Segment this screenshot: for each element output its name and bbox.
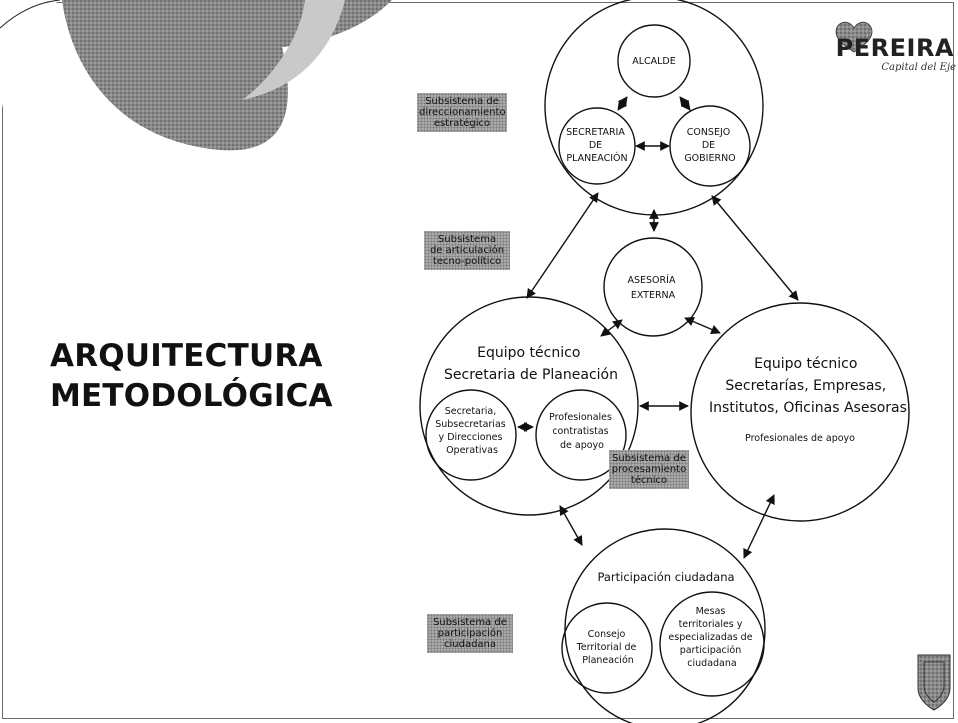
circle-mesas (659, 591, 765, 697)
shield-seal-icon (917, 654, 951, 711)
circle-profesionales-contratistas (535, 389, 627, 481)
label-alcalde: ALCALDE (632, 56, 676, 67)
tag-articulacion: Subsistema de articulación tecno-polític… (424, 231, 510, 270)
slide-title-line-1: ARQUITECTURA (50, 338, 323, 374)
circle-consejo-gobierno (669, 105, 751, 187)
circle-consejo-territorial (561, 602, 653, 694)
label-profesionales-contratistas: Profesionales contratistas de apoyo (549, 412, 615, 451)
slide-title-line-2: METODOLÓGICA (50, 378, 333, 414)
circle-alcalde (617, 24, 691, 98)
heart-logo-icon (835, 21, 873, 53)
circle-asesoria-externa (603, 237, 703, 337)
label-equipo-secretarias: Equipo técnico Secretarías, Empresas, In… (709, 356, 907, 416)
logo-tagline: Capital del Eje (881, 62, 956, 73)
label-participacion: Participación ciudadana (597, 570, 734, 584)
label-asesoria-externa: ASESORÍA EXTERNA (628, 274, 679, 301)
label-mesas: Mesas territoriales y especializadas de … (668, 606, 755, 669)
label-equipo-planeacion: Equipo técnico Secretaria de Planeación (444, 345, 618, 383)
tag-procesamiento: Subsistema de procesamiento técnico (609, 450, 689, 489)
circle-participacion (564, 528, 766, 723)
circle-direccionamiento (544, 0, 764, 216)
circle-equipo-secretarias (690, 302, 910, 522)
tag-direccionamiento: Subsistema de direccionamiento estratégi… (417, 93, 507, 132)
decorative-shapes (0, 0, 392, 151)
label-secretaria-sub: Secretaria, Subsecretarias y Direcciones… (435, 406, 509, 456)
connector-arrows (517, 96, 799, 559)
label-consejo-gobierno: CONSEJO DE GOBIERNO (684, 127, 735, 164)
label-consejo-territorial: Consejo Territorial de Planeación (576, 629, 640, 666)
logo-name: PEREIRA (835, 34, 954, 62)
tag-participacion: Subsistema de participación ciudadana (427, 614, 513, 653)
label-secretaria-planeacion: SECRETARIA DE PLANEACIÓN (566, 127, 628, 164)
label-profesionales-apoyo: Profesionales de apoyo (745, 433, 855, 444)
circle-secretaria-planeacion (558, 107, 636, 185)
circle-secretaria-sub (425, 389, 517, 481)
